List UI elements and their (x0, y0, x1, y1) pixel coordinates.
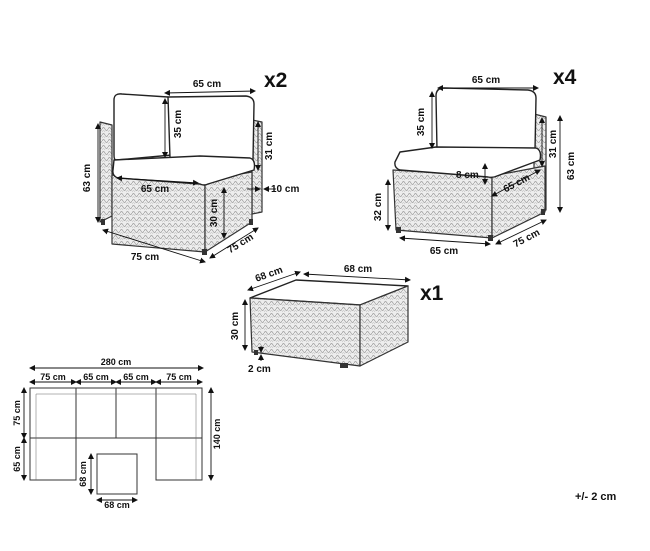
table-foot (254, 350, 258, 355)
corner-chair-leg (202, 249, 207, 255)
corner-chair-base-height-label: 30 cm (209, 199, 220, 227)
corner-chair-back-cushion-right (167, 95, 255, 161)
plan-seg4-label: 75 cm (166, 372, 192, 382)
plan-total-width-label: 280 cm (101, 357, 132, 367)
table-width-line (303, 271, 411, 283)
middle-chair-width-line (399, 235, 491, 247)
plan-seg1-label: 75 cm (40, 372, 66, 382)
plan-left-top-label: 75 cm (12, 400, 22, 426)
middle-chair-width-label: 65 cm (430, 246, 458, 257)
plan-right-total-label: 140 cm (212, 419, 222, 450)
corner-chair-top-width-line (164, 88, 256, 96)
middle-chair-back-height-label: 35 cm (416, 108, 427, 136)
table-depth-line (247, 270, 301, 292)
plan-seg2-label: 65 cm (83, 372, 109, 382)
plan-backrest-line (35, 393, 197, 480)
corner-chair-width-line (102, 228, 206, 264)
plan-table (96, 453, 138, 495)
middle-chair-seat-height-label: 32 cm (373, 193, 384, 221)
table-depth-label: 68 cm (254, 265, 285, 285)
middle-chair-depth-label: 75 cm (512, 227, 542, 250)
corner-chair-quantity: x2 (264, 69, 287, 92)
plan-module-corner-right (155, 387, 203, 439)
middle-chair-seat-depth-line (491, 169, 541, 197)
corner-chair-leg (249, 219, 253, 225)
plan-module-middle-right (155, 437, 203, 481)
middle-chair-top-width-label: 65 cm (472, 75, 500, 86)
middle-chair-arm-height-label: 31 cm (548, 130, 559, 158)
corner-chair-leg (101, 219, 105, 225)
plan-module-middle (115, 387, 157, 439)
middle-chair-back-cushion (435, 87, 537, 151)
corner-chair-arm-height-label: 31 cm (264, 132, 275, 160)
middle-chair-cushion-label: 8 cm (456, 170, 479, 181)
layout-plan: 280 cm 75 cm 65 cm 65 cm 75 cm 75 cm 65 … (12, 357, 222, 510)
corner-chair-total-height-label: 63 cm (82, 164, 93, 192)
plan-table-depth-label: 68 cm (78, 461, 88, 487)
middle-chair-leg (488, 235, 493, 241)
table-feet-label: 2 cm (248, 364, 271, 375)
corner-chair: 65 cm 35 cm 31 cm 63 cm 65 cm 10 cm 30 c… (82, 69, 299, 264)
corner-chair-top-width-label: 65 cm (193, 79, 221, 90)
plan-module-corner-left (29, 387, 77, 439)
corner-chair-back-height-label: 35 cm (173, 110, 184, 138)
middle-chair-total-height-label: 63 cm (566, 152, 577, 180)
corner-chair-width-label: 75 cm (131, 252, 159, 263)
corner-chair-seat-width-line (116, 175, 199, 186)
table-foot (340, 363, 348, 368)
coffee-table: 68 cm 68 cm 30 cm 2 cm x1 (230, 264, 444, 375)
corner-chair-back-cushion-left (113, 93, 173, 161)
plan-module-middle-left (29, 437, 77, 481)
table-width-label: 68 cm (344, 264, 372, 275)
middle-chair-leg (541, 209, 545, 215)
table-side (359, 285, 409, 367)
middle-chair: 65 cm 35 cm 31 cm 63 cm 8 cm 65 cm 32 cm… (373, 66, 577, 257)
middle-chair-quantity: x4 (553, 66, 577, 89)
table-quantity: x1 (420, 282, 444, 305)
plan-module-middle (75, 387, 117, 439)
middle-chair-leg (396, 227, 401, 233)
plan-table-width-label: 68 cm (104, 500, 130, 510)
plan-seg3-label: 65 cm (123, 372, 149, 382)
plan-left-bottom-label: 65 cm (12, 446, 22, 472)
middle-chair-depth-line (495, 219, 547, 245)
table-height-label: 30 cm (230, 312, 241, 340)
corner-chair-depth-line (209, 227, 259, 259)
corner-chair-arm-thickness-label: 10 cm (271, 184, 299, 195)
tolerance-note: +/- 2 cm (575, 491, 616, 503)
table-front (249, 297, 361, 367)
corner-chair-left-arm (99, 121, 113, 223)
corner-chair-seat-width-label: 65 cm (141, 184, 169, 195)
